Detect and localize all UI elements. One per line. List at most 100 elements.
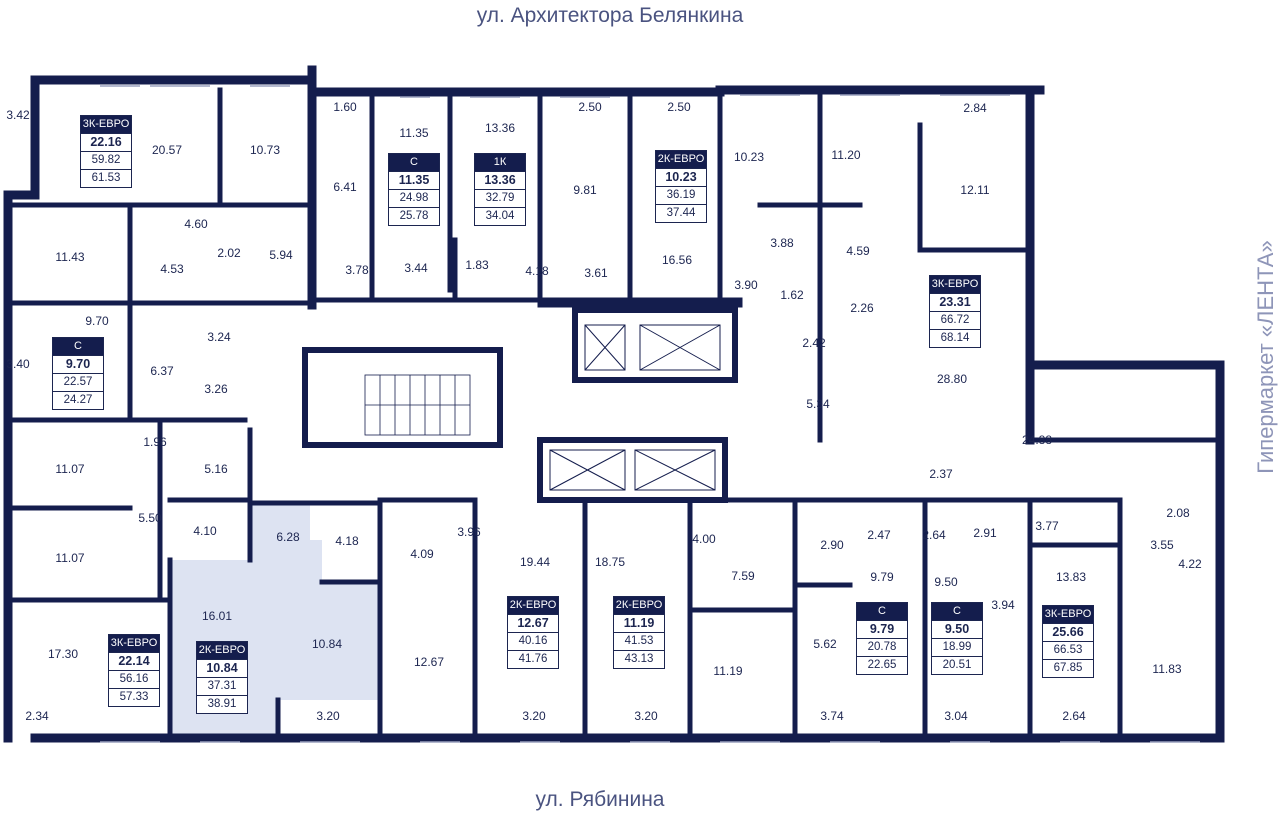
living-area: 11.19 — [614, 614, 664, 632]
walls — [3, 65, 1225, 743]
living-area: 11.35 — [389, 171, 439, 189]
room-area: 2.50 — [578, 100, 602, 114]
total-area: 66.53 — [1043, 641, 1093, 659]
total-area: 18.99 — [932, 638, 982, 656]
room-area: 13.83 — [1055, 570, 1087, 584]
room-area: 2.90 — [820, 538, 844, 552]
room-area: 12.11 — [960, 183, 990, 197]
apartment-type: С — [857, 603, 907, 620]
room-area: 28.80 — [936, 372, 968, 386]
street-label-top: ул. Архитектора Белянкина — [476, 4, 744, 27]
total-area: 41.53 — [614, 632, 664, 650]
total-area: 24.98 — [389, 189, 439, 207]
apartment-type: 2К-ЕВРО — [508, 597, 558, 614]
room-area: 3.94 — [991, 598, 1015, 612]
apartment-type: С — [932, 603, 982, 620]
room-area: 9.79 — [870, 570, 894, 584]
room-area: 19.44 — [519, 555, 551, 569]
room-area: 6.37 — [150, 364, 174, 378]
room-area: 3.26 — [204, 382, 228, 396]
room-area: 17.30 — [47, 647, 79, 661]
total-area: 32.79 — [475, 189, 525, 207]
apartment-type: С — [53, 338, 103, 355]
room-area: 20.57 — [151, 143, 183, 157]
room-area: 4.18 — [335, 534, 359, 548]
room-area: 1.62 — [780, 288, 804, 302]
total-area-with-balcony: 68.14 — [930, 329, 980, 347]
apartment-type: С — [389, 154, 439, 171]
room-area: 2.47 — [867, 528, 891, 542]
total-area-with-balcony: 37.44 — [656, 204, 706, 222]
room-area: 16.56 — [661, 253, 693, 267]
total-area: 37.31 — [197, 677, 247, 695]
room-area: 3.78 — [345, 263, 369, 277]
total-area-with-balcony: 22.65 — [857, 656, 907, 674]
room-area: 13.36 — [484, 121, 516, 135]
total-area-with-balcony: 41.76 — [508, 650, 558, 668]
living-area: 12.67 — [508, 614, 558, 632]
room-area: 3.90 — [734, 278, 758, 292]
room-area: 3.24 — [207, 330, 231, 344]
room-area: 3.20 — [316, 709, 340, 723]
room-area: 5.94 — [269, 248, 293, 262]
room-area: 11.35 — [399, 126, 429, 140]
living-area: 9.50 — [932, 620, 982, 638]
room-area: 3.20 — [634, 709, 658, 723]
room-area: 3.04 — [944, 709, 968, 723]
total-area-with-balcony: 20.51 — [932, 656, 982, 674]
room-area: 7.59 — [731, 569, 755, 583]
room-area: 6.41 — [333, 180, 357, 194]
room-area: 3.96 — [457, 525, 481, 539]
total-area-with-balcony: 25.78 — [389, 207, 439, 225]
total-area-with-balcony: 34.04 — [475, 207, 525, 225]
room-area: 1.96 — [143, 435, 167, 449]
room-area: 3.42 — [6, 108, 30, 122]
total-area-with-balcony: 57.33 — [109, 688, 159, 706]
room-area: 2.26 — [850, 301, 874, 315]
room-area: 4.53 — [160, 262, 184, 276]
room-area: 1.60 — [333, 100, 357, 114]
room-area: 4.18 — [525, 264, 549, 278]
room-area: 18.75 — [594, 555, 626, 569]
stairs — [364, 374, 471, 436]
room-area: 2.02 — [217, 246, 241, 260]
room-area: 24.88 — [1021, 433, 1053, 447]
total-area: 66.72 — [930, 311, 980, 329]
room-area: 1.83 — [465, 258, 489, 272]
room-area: 2.91 — [973, 526, 997, 540]
living-area: 10.23 — [656, 168, 706, 186]
living-area: 10.84 — [197, 659, 247, 677]
room-area: 3.77 — [1035, 519, 1059, 533]
total-area: 22.57 — [53, 373, 103, 391]
room-area: 3.88 — [770, 236, 794, 250]
room-area: 10.73 — [249, 143, 281, 157]
total-area: 20.78 — [857, 638, 907, 656]
room-area: 3.55 — [1150, 538, 1174, 552]
room-area: 16.01 — [201, 609, 233, 623]
living-area: 13.36 — [475, 171, 525, 189]
apartment-type: 3К-ЕВРО — [81, 116, 131, 133]
room-area: 2.34 — [25, 709, 49, 723]
room-area: 10.23 — [733, 150, 765, 164]
room-area: 2.37 — [929, 467, 953, 481]
room-area: 9.81 — [573, 183, 597, 197]
total-area-with-balcony: 43.13 — [614, 650, 664, 668]
room-area: 11.07 — [55, 462, 85, 476]
room-area: 2.50 — [667, 100, 691, 114]
room-area: 4.09 — [410, 547, 434, 561]
room-area: 2.08 — [1166, 506, 1190, 520]
room-area: 3.20 — [522, 709, 546, 723]
